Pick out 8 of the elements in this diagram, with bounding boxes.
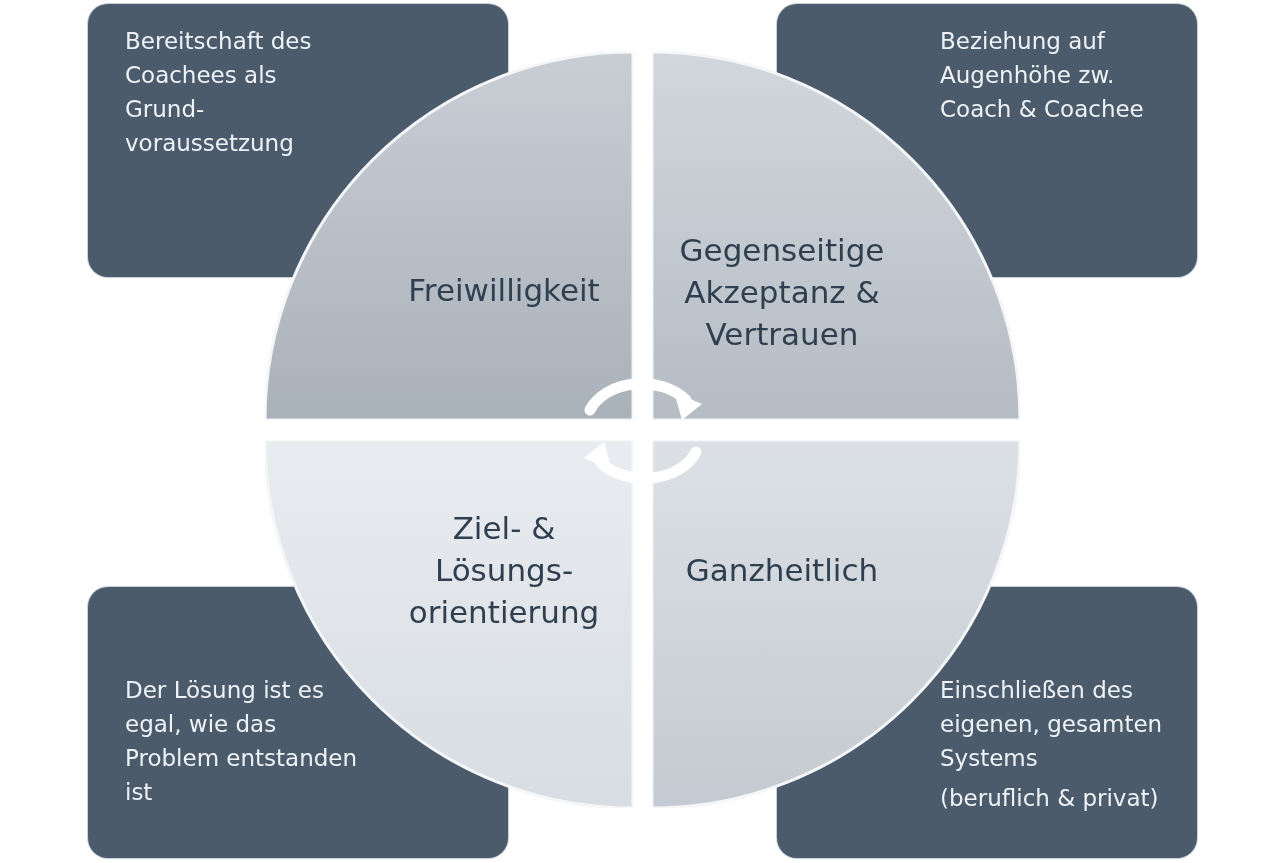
segment-title: Freiwilligkeit xyxy=(407,271,601,310)
description-text: Der Lösung ist es egal, wie das Problem entstanden ist xyxy=(125,676,359,807)
description-text: Bereitschaft des Coachees als Grund- voraussetzung xyxy=(125,27,313,158)
segment-title: Gegenseitige Akzeptanz & Vertrauen xyxy=(678,231,886,354)
segment-title: Ziel- & Lösungs- orientierung xyxy=(407,509,601,632)
segment-title: Ganzheitlich xyxy=(684,551,880,590)
description-text: Einschließen des eigenen, gesamten Systems (beruflich & privat) xyxy=(940,676,1164,813)
description-text: Beziehung auf Augenhöhe zw. Coach & Coachee xyxy=(940,27,1145,124)
